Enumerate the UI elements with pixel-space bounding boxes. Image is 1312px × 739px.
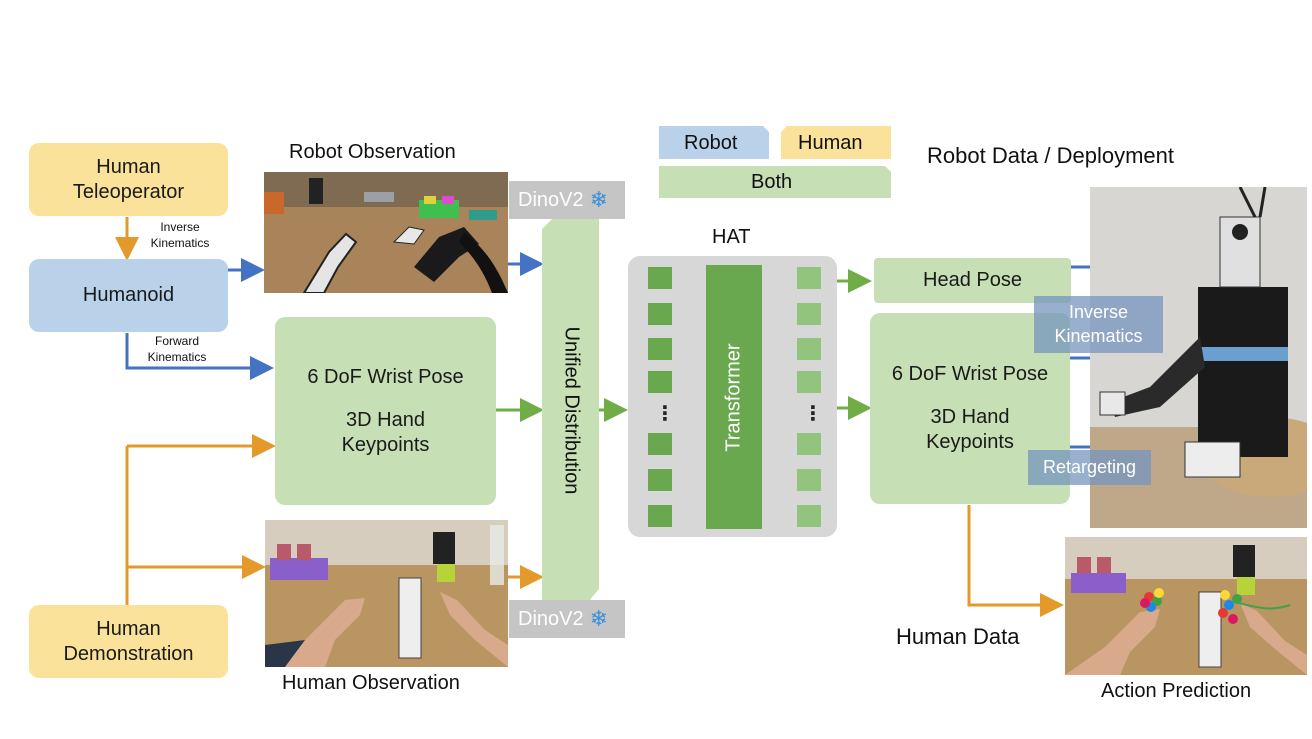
legend-both-swatch: [659, 166, 891, 198]
robot-observation-image: [264, 172, 508, 293]
retargeting-label: Retargeting: [1042, 456, 1137, 477]
snowflake-icon: ❄: [589, 187, 609, 212]
input-token: [648, 433, 672, 455]
human-demonstration-box: Human Demonstration: [29, 605, 228, 678]
robot-deployment-title: Robot Data / Deployment: [927, 143, 1175, 168]
head-pose-box: Head Pose: [874, 258, 1071, 303]
action-prediction-image: [1065, 537, 1307, 675]
wrist-pose-label: 6 DoF Wrist Pose: [307, 365, 464, 388]
forward-kinematics-note: Forward Kinematics: [147, 334, 207, 364]
output-token: [797, 303, 821, 325]
input-token: [648, 338, 672, 360]
human-teleoperator-label: Human Teleoperator: [72, 155, 185, 203]
hand-keypoints-label: 3D Hand Keypoints: [341, 408, 430, 456]
legend-robot-swatch: [659, 126, 769, 159]
output-token: [797, 433, 821, 455]
output-token: [797, 469, 821, 491]
output-token: [797, 505, 821, 527]
human-observation-image: [265, 520, 508, 667]
snowflake-icon: ❄: [589, 606, 609, 631]
humanoid-label: Humanoid: [82, 284, 175, 306]
unified-distribution-label: Unified Distribution: [560, 326, 583, 494]
robot-observation-drawing: [264, 172, 508, 293]
output-inverse-kinematics-label: Inverse Kinematics: [1054, 302, 1143, 346]
left-token-ellipsis: ⋮: [655, 403, 675, 425]
input-token: [648, 303, 672, 325]
action-prediction-drawing: [1065, 537, 1307, 675]
legend-both-label: Both: [751, 171, 793, 193]
output-token: [797, 338, 821, 360]
human-observation-drawing: [265, 520, 508, 667]
output-keypoints-label: 3D Hand Keypoints: [926, 406, 1014, 453]
unified-distribution-shape: [542, 219, 599, 601]
human-observation-title: Human Observation: [282, 672, 460, 694]
input-token: [648, 371, 672, 393]
output-wrist-label: 6 DoF Wrist Pose: [891, 363, 1049, 385]
dinov2-bottom: DinoV2 ❄: [509, 600, 625, 638]
unified-distribution: Unified Distribution: [542, 219, 599, 601]
output-token: [797, 267, 821, 289]
transformer-label: Transformer: [722, 342, 745, 452]
wrist-pose-keypoints-box: 6 DoF Wrist Pose 3D Hand Keypoints: [275, 317, 496, 505]
dinov2-top: DinoV2 ❄: [509, 181, 625, 219]
hat-title: HAT: [712, 226, 751, 248]
input-token: [648, 505, 672, 527]
inverse-kinematics-note: Inverse Kinematics: [150, 220, 210, 250]
head-pose-label: Head Pose: [923, 269, 1022, 291]
retargeting-overlay: Retargeting: [1028, 450, 1151, 485]
action-prediction-title: Action Prediction: [1101, 680, 1252, 702]
inverse-kinematics-overlay: Inverse Kinematics: [1034, 296, 1163, 353]
input-token: [648, 469, 672, 491]
human-demonstration-label: Human Demonstration: [63, 617, 194, 665]
robot-observation-title: Robot Observation: [289, 141, 456, 163]
output-token: [797, 371, 821, 393]
right-token-ellipsis: ⋮: [803, 403, 823, 425]
humanoid-box: Humanoid: [29, 259, 228, 332]
input-token: [648, 267, 672, 289]
dinov2-top-label: DinoV2: [518, 188, 584, 211]
legend-human-label: Human: [798, 132, 863, 154]
legend-human-swatch: [781, 126, 891, 159]
transformer-block: Transformer: [706, 265, 762, 529]
arrow-human-data: [967, 505, 1064, 617]
legend-robot-label: Robot: [684, 132, 738, 154]
human-teleoperator-box: Human Teleoperator: [29, 143, 228, 216]
dinov2-bottom-label: DinoV2: [518, 607, 584, 630]
human-data-title: Human Data: [896, 624, 1020, 649]
